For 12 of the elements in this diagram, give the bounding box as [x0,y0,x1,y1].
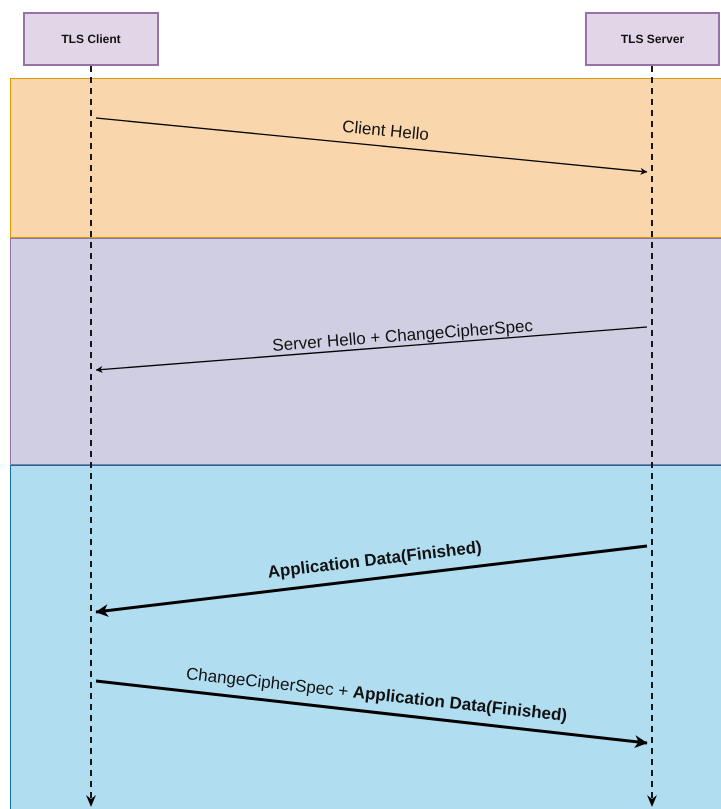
message-arrow [95,544,648,617]
message-label: Client Hello [340,116,430,146]
message-label: ChangeCipherSpec + Application Data(Finished) [186,664,568,726]
lifeline [86,66,96,807]
message-arrow [96,326,648,373]
lifeline [647,66,657,807]
message-label: Server Hello + ChangeCipherSpec [272,316,534,356]
message-arrow [96,117,648,175]
message-arrow [96,680,648,748]
message-label: Application Data(Finished) [266,537,484,583]
participant-box: TLS Server [585,12,720,66]
participant-box: TLS Client [23,12,159,66]
